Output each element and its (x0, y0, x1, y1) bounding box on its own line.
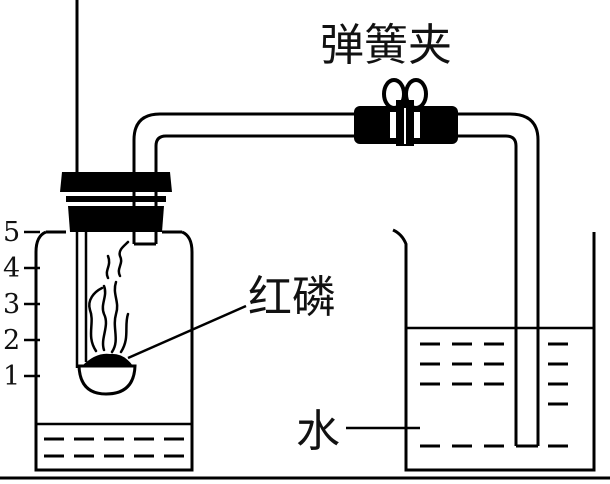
leader-red-phosphorus (127, 304, 247, 360)
volume-scale (24, 230, 40, 378)
scale-mark-1: 1 (3, 361, 20, 392)
beaker (392, 228, 596, 472)
label-water: 水 (296, 406, 340, 457)
combustion-spoon (75, 0, 137, 396)
scale-mark-5: 5 (3, 217, 20, 248)
scale-mark-4: 4 (3, 253, 20, 284)
scale-mark-2: 2 (3, 325, 20, 356)
label-red-phosphorus: 红磷 (248, 272, 336, 323)
rubber-stopper (60, 172, 172, 232)
scale-mark-3: 3 (3, 289, 20, 320)
flame-icon (88, 240, 130, 354)
label-spring-clamp: 弹簧夹 (320, 20, 452, 71)
jar-water-dashes (44, 437, 184, 458)
beaker-water-dashes (420, 342, 568, 448)
red-phosphorus (82, 353, 133, 366)
gas-jar (34, 230, 194, 472)
glass-tube (132, 112, 540, 448)
spring-clamp-icon (382, 78, 428, 146)
